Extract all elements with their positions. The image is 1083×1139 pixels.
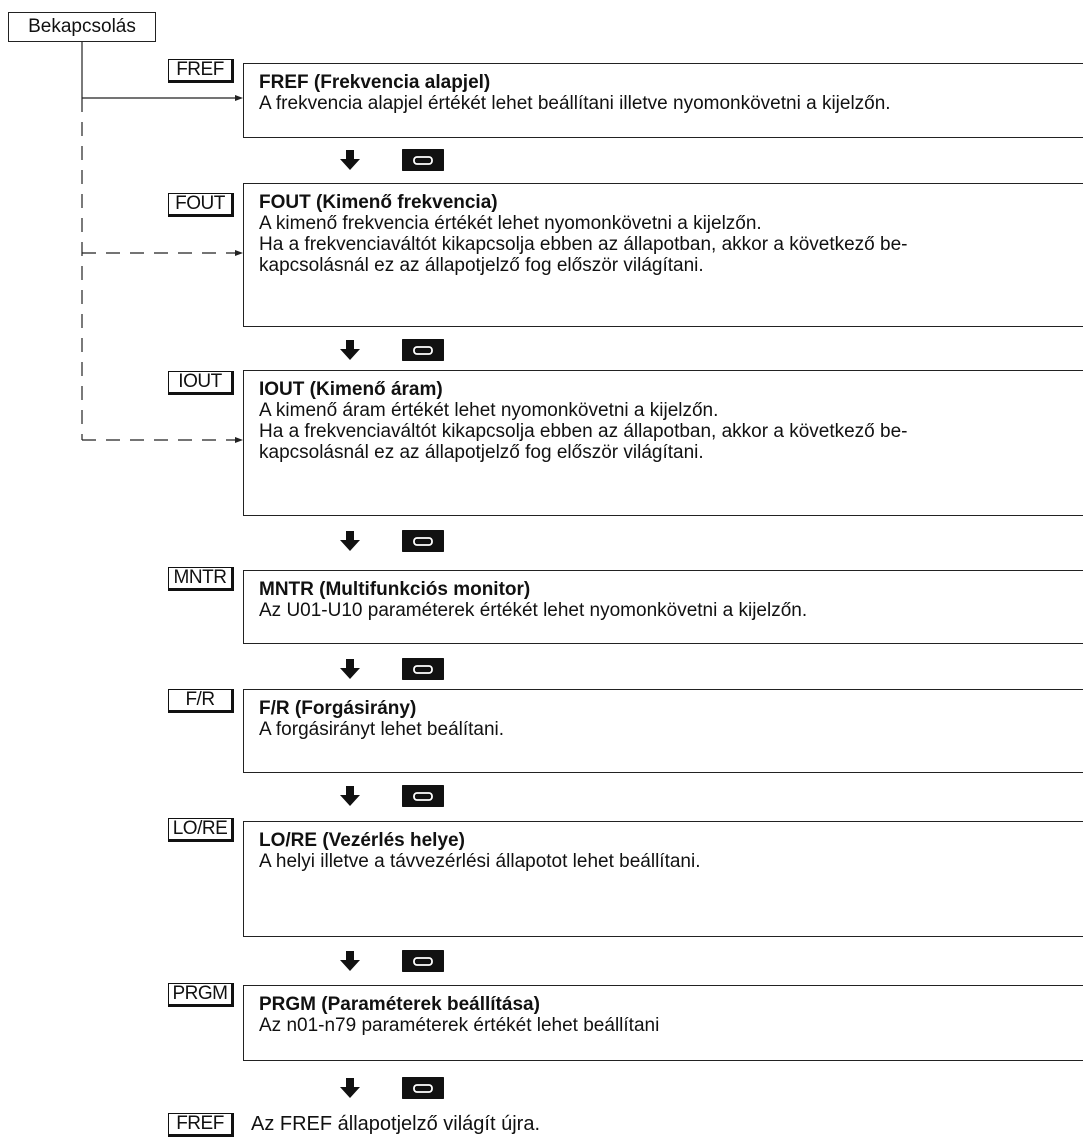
step-box-prgm: PRGM (Paraméterek beállítása) Az n01-n79… xyxy=(243,985,1083,1061)
step-title-iout: IOUT (Kimenő áram) xyxy=(259,379,443,400)
cycle-key-icon xyxy=(402,658,444,680)
step-title-prgm: PRGM (Paraméterek beállítása) xyxy=(259,994,540,1015)
step-title-mntr: MNTR (Multifunkciós monitor) xyxy=(259,579,531,600)
step-desc-prgm: Az n01-n79 paraméterek értékét lehet beá… xyxy=(259,1015,660,1036)
step-desc-fref: A frekvencia alapjel értékét lehet beáll… xyxy=(259,93,891,114)
step-box-mntr: MNTR (Multifunkciós monitor) Az U01-U10 … xyxy=(243,570,1083,644)
step-desc-iout: A kimenő áram értékét lehet nyomonkövetn… xyxy=(259,400,908,463)
branch-fout-arrow xyxy=(235,250,243,256)
down-arrow-icon xyxy=(340,150,360,170)
cycle-key-icon xyxy=(402,785,444,807)
indicator-fref: FREF xyxy=(168,59,234,83)
down-arrow-icon xyxy=(340,951,360,971)
step-title-fr: F/R (Forgásirány) xyxy=(259,698,417,719)
indicator-mntr: MNTR xyxy=(168,567,234,591)
indicator-fr: F/R xyxy=(168,689,234,713)
step-desc-lore: A helyi illetve a távvezérlési állapotot… xyxy=(259,851,701,872)
power-on-box: Bekapcsolás xyxy=(8,12,156,42)
down-arrow-icon xyxy=(340,1078,360,1098)
step-box-lore: LO/RE (Vezérlés helye) A helyi illetve a… xyxy=(243,821,1083,937)
step-title-fout: FOUT (Kimenő frekvencia) xyxy=(259,192,498,213)
cycle-key-icon xyxy=(402,1077,444,1099)
branch-iout-arrow xyxy=(235,437,243,443)
down-arrow-icon xyxy=(340,531,360,551)
step-box-fr: F/R (Forgásirány) A forgásirányt lehet b… xyxy=(243,689,1083,773)
down-arrow-icon xyxy=(340,786,360,806)
step-box-iout: IOUT (Kimenő áram) A kimenő áram értékét… xyxy=(243,370,1083,516)
indicator-lore: LO/RE xyxy=(168,818,234,842)
step-desc-fout: A kimenő frekvencia értékét lehet nyomon… xyxy=(259,213,908,276)
indicator-fref-final: FREF xyxy=(168,1113,234,1137)
final-text: Az FREF állapotjelző világít újra. xyxy=(251,1113,541,1135)
indicator-iout: IOUT xyxy=(168,371,234,395)
step-desc-fr: A forgásirányt lehet beálítani. xyxy=(259,719,505,740)
cycle-key-icon xyxy=(402,149,444,171)
power-on-label: Bekapcsolás xyxy=(28,16,136,37)
step-desc-mntr: Az U01-U10 paraméterek értékét lehet nyo… xyxy=(259,600,808,621)
indicator-prgm: PRGM xyxy=(168,983,234,1007)
indicator-fout: FOUT xyxy=(168,193,234,217)
step-box-fout: FOUT (Kimenő frekvencia) A kimenő frekve… xyxy=(243,183,1083,327)
branch-fref-arrow xyxy=(235,95,243,101)
step-box-fref: FREF (Frekvencia alapjel) A frekvencia a… xyxy=(243,63,1083,138)
cycle-key-icon xyxy=(402,950,444,972)
step-title-fref: FREF (Frekvencia alapjel) xyxy=(259,72,491,93)
cycle-key-icon xyxy=(402,530,444,552)
cycle-key-icon xyxy=(402,339,444,361)
step-title-lore: LO/RE (Vezérlés helye) xyxy=(259,830,465,851)
down-arrow-icon xyxy=(340,340,360,360)
down-arrow-icon xyxy=(340,659,360,679)
